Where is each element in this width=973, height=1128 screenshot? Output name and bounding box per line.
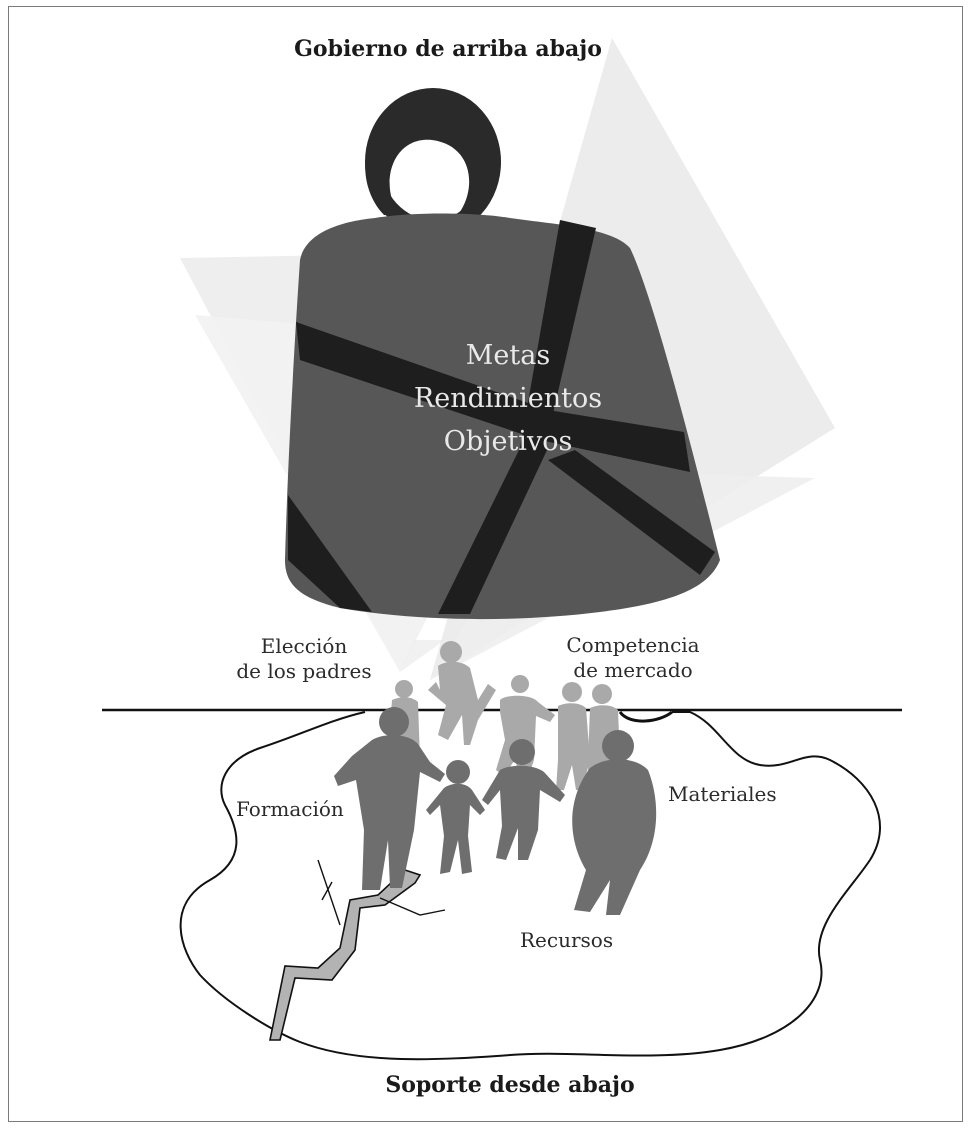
support-cloud (179, 711, 881, 1061)
crack-fill (269, 869, 422, 1041)
front-row-people (334, 707, 657, 915)
weight-band-diagonal-right (548, 450, 715, 575)
cloud-bump (618, 710, 673, 723)
person-back-2 (428, 641, 496, 745)
label-training: Formación (236, 797, 344, 821)
weight-text-block: Metas Rendimientos Objetivos (414, 334, 602, 464)
person-back-4 (556, 682, 590, 790)
weight-bands (288, 220, 715, 614)
person-front-2 (426, 760, 485, 874)
weight-ring-icon (365, 96, 501, 223)
label-resources: Recursos (520, 928, 614, 952)
label-materials: Materiales (668, 782, 777, 806)
crack-branch-3 (379, 897, 446, 916)
weight-text-performance: Rendimientos (413, 383, 603, 415)
beam-tip (400, 640, 445, 672)
weight-band-vertical (520, 220, 596, 448)
weight-band-right (540, 410, 690, 472)
crack-branch-1 (317, 859, 341, 926)
label-parent-choice-line1: Elección (260, 634, 348, 658)
weight-band-upper-left (296, 322, 548, 440)
top-title: Gobierno de arriba abajo (294, 36, 602, 62)
person-front-1 (334, 707, 445, 890)
crack (269, 859, 446, 1041)
crack-branch-2 (321, 881, 333, 901)
label-market-competition: Competencia de mercado (566, 633, 699, 683)
label-market-competition-line2: de mercado (573, 658, 693, 682)
person-front-4 (572, 730, 657, 915)
weight-text-objectives: Objetivos (443, 426, 573, 458)
label-parent-choice: Elección de los padres (236, 634, 371, 684)
bottom-title: Soporte desde abajo (385, 1072, 635, 1098)
weight-band-diagonal-down (438, 448, 548, 614)
weight-text-goals: Metas (465, 340, 551, 371)
person-front-3 (482, 739, 565, 860)
label-market-competition-line1: Competencia (566, 633, 700, 657)
weight-band-lower-left (288, 495, 372, 612)
label-parent-choice-line2: de los padres (236, 659, 372, 683)
